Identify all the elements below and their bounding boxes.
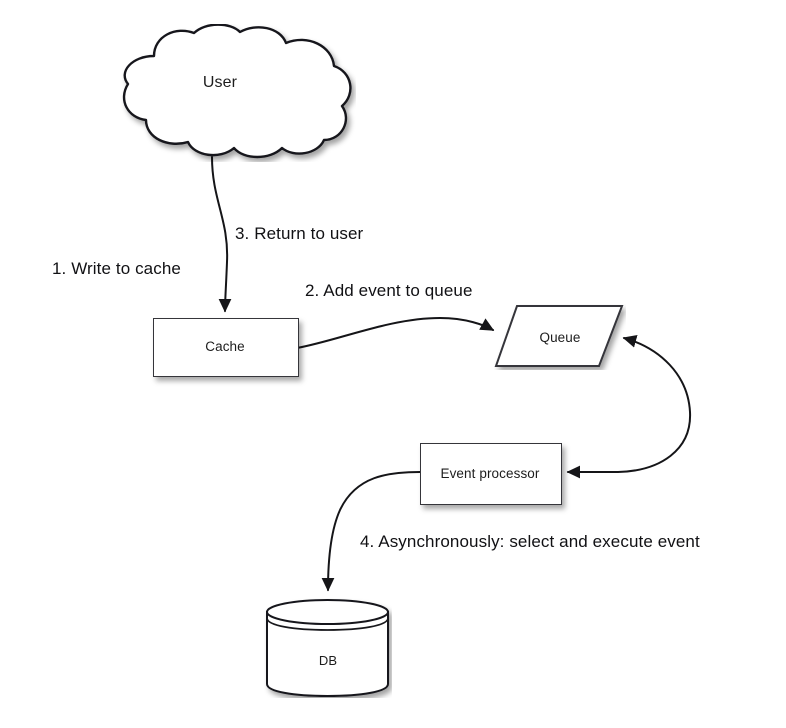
- node-queue[interactable]: Queue: [494, 304, 626, 370]
- node-event-processor-box: [420, 443, 562, 505]
- edge-queue-event-processor: [566, 335, 692, 479]
- node-cache[interactable]: Cache: [153, 318, 299, 377]
- edge-cache-to-queue: [296, 316, 495, 349]
- step-label-2: 2. Add event to queue: [305, 281, 473, 300]
- step-label-3: 3. Return to user: [235, 224, 364, 243]
- node-cache-box: [153, 318, 299, 377]
- cloud-icon: [122, 23, 352, 159]
- database-cylinder-icon: [266, 599, 389, 698]
- step-label-1: 1. Write to cache: [52, 259, 181, 278]
- node-db[interactable]: DB: [264, 598, 392, 698]
- edge-user-to-cache: [211, 156, 232, 313]
- parallelogram-shape: [494, 305, 624, 367]
- node-user[interactable]: User: [84, 23, 356, 162]
- node-event-processor[interactable]: Event processor: [420, 443, 562, 505]
- edge-processor-to-db: [321, 471, 421, 592]
- step-label-4: 4. Asynchronously: select and execute ev…: [360, 532, 700, 551]
